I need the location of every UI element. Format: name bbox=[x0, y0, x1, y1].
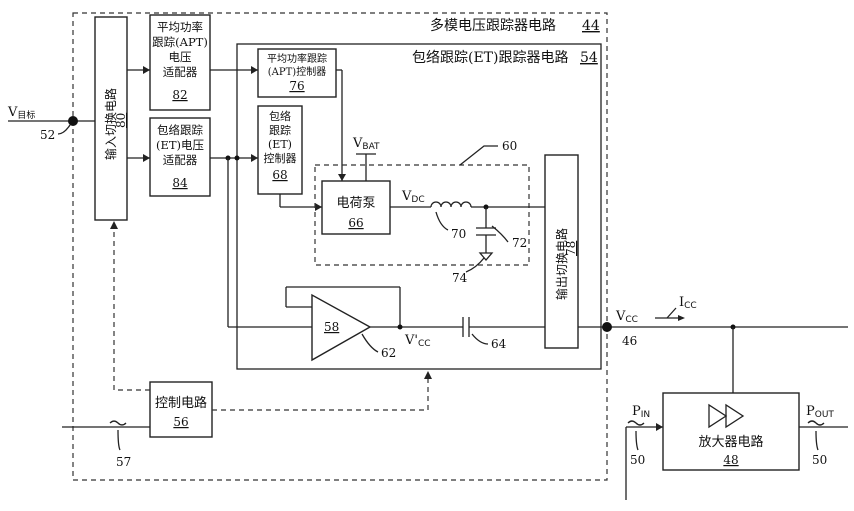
output-switch-label: 输出切换电路 bbox=[554, 228, 569, 300]
leader-62 bbox=[361, 333, 379, 353]
arrow-to-et-adapter bbox=[143, 154, 150, 162]
amp-58-num: 58 bbox=[324, 320, 339, 334]
apt-controller-line2: (APT)控制器 bbox=[268, 65, 326, 78]
control-circuit-box bbox=[149, 381, 213, 438]
vbat-label: VBAT bbox=[352, 136, 380, 152]
control-dash-to-et-tracker bbox=[212, 375, 429, 411]
ref-60: 60 bbox=[502, 139, 517, 153]
amplifier-circuit-num: 48 bbox=[723, 453, 738, 467]
ref-46: 46 bbox=[622, 334, 637, 348]
leader-52 bbox=[57, 124, 71, 135]
et-controller-line1: 包络 bbox=[269, 109, 291, 123]
apt-adapter-num: 82 bbox=[172, 88, 187, 102]
amplifier-circuit-label: 放大器电路 bbox=[698, 434, 763, 450]
apt-adapter-line2: 跟踪(APT) bbox=[152, 35, 208, 49]
inductor-70 bbox=[430, 201, 472, 208]
apt-controller-num: 76 bbox=[289, 79, 304, 93]
control-circuit-label: 控制电路 bbox=[155, 395, 207, 411]
arrow-control-to-input-switch bbox=[110, 221, 118, 229]
icc-arrow-head bbox=[678, 315, 685, 321]
ref-64: 64 bbox=[491, 337, 507, 351]
ref-52: 52 bbox=[40, 128, 55, 142]
v-target-label: V目标 bbox=[7, 105, 35, 121]
pin-arrow bbox=[656, 423, 663, 431]
charge-pump-box bbox=[321, 180, 391, 235]
ref-74: 74 bbox=[452, 271, 468, 285]
arrow-to-charge-pump-top bbox=[338, 174, 346, 181]
arrow-to-charge-pump-left bbox=[315, 203, 322, 211]
apt-adapter-line3: 电压 bbox=[169, 50, 192, 64]
output-switch-num: 78 bbox=[564, 241, 578, 256]
arrow-control-to-et-tracker bbox=[424, 371, 432, 379]
et-adapter-line3: 适配器 bbox=[163, 153, 198, 167]
leader-50-out bbox=[815, 430, 819, 451]
pin-label: PIN bbox=[632, 404, 650, 420]
input-switch-label: 输入切换电路 bbox=[103, 88, 118, 160]
et-adapter-line1: 包络跟踪 bbox=[157, 123, 203, 137]
et-controller-box bbox=[257, 105, 303, 195]
pin-loop bbox=[627, 420, 645, 426]
outer-title-num: 44 bbox=[582, 18, 600, 34]
et-adapter-line2: (ET)电压 bbox=[156, 138, 204, 152]
leader-60 bbox=[459, 145, 498, 166]
signal-57-loop bbox=[109, 420, 127, 426]
apt-adapter-line4: 适配器 bbox=[163, 65, 198, 79]
apt-adapter-box bbox=[149, 14, 211, 111]
ref-57: 57 bbox=[116, 455, 131, 469]
charge-pump-num: 66 bbox=[348, 216, 363, 230]
leader-64 bbox=[471, 333, 489, 345]
ref-50-in: 50 bbox=[630, 453, 645, 467]
vcc-label: VCC bbox=[615, 309, 638, 325]
input-switch-num: 80 bbox=[114, 113, 128, 128]
amp-triangle-1 bbox=[708, 403, 728, 429]
apt-controller-line1: 平均功率跟踪 bbox=[267, 52, 327, 65]
et-controller-line4: 控制器 bbox=[264, 151, 297, 165]
leader-70 bbox=[435, 211, 449, 231]
leader-57 bbox=[117, 429, 121, 451]
vcc-prime-label: V'CC bbox=[404, 333, 431, 349]
output-switch-box bbox=[544, 154, 579, 349]
et-adapter-num: 84 bbox=[172, 176, 188, 190]
node-46-dot bbox=[602, 322, 612, 332]
node-52-dot bbox=[68, 116, 78, 126]
vdc-label: VDC bbox=[401, 189, 425, 205]
pout-label: POUT bbox=[806, 404, 834, 420]
apt-controller-box bbox=[257, 48, 337, 98]
ground-74 bbox=[478, 252, 494, 261]
leader-72 bbox=[491, 225, 509, 243]
arrow-to-apt-controller bbox=[251, 66, 258, 74]
arrow-to-et-controller bbox=[251, 154, 258, 162]
icc-label: ICC bbox=[679, 295, 697, 311]
leader-50-in bbox=[635, 430, 639, 451]
control-circuit-num: 56 bbox=[173, 415, 188, 429]
arrow-to-apt-adapter bbox=[143, 66, 150, 74]
et-controller-line2: 跟踪 bbox=[269, 123, 291, 137]
ref-72: 72 bbox=[512, 236, 527, 250]
leader-icc bbox=[666, 307, 677, 319]
amplifier-circuit-box bbox=[662, 392, 800, 471]
et-adapter-box bbox=[149, 117, 211, 197]
apt-adapter-line1: 平均功率 bbox=[157, 20, 203, 34]
input-switch-box bbox=[94, 16, 128, 221]
et-controller-line3: (ET) bbox=[268, 138, 292, 151]
outer-multimode-dashed-box bbox=[72, 12, 608, 481]
node-vcc-prime bbox=[397, 324, 403, 330]
control-dash-to-input-switch bbox=[113, 225, 150, 391]
pout-loop bbox=[807, 420, 825, 426]
et-controller-num: 68 bbox=[272, 168, 287, 182]
outer-title: 多模电压跟踪器电路 bbox=[430, 17, 556, 34]
et-tracker-box bbox=[236, 43, 602, 370]
dashed-box-60 bbox=[314, 164, 530, 266]
et-title: 包络跟踪(ET)跟踪器电路 bbox=[412, 50, 568, 66]
et-title-num: 54 bbox=[580, 50, 598, 66]
ref-62: 62 bbox=[381, 346, 396, 360]
node-et-adapter-2 bbox=[234, 155, 240, 161]
amp-58-triangle bbox=[311, 293, 372, 362]
ref-70: 70 bbox=[451, 227, 466, 241]
leader-74 bbox=[465, 257, 485, 273]
charge-pump-label: 电荷泵 bbox=[336, 196, 375, 211]
amp-triangle-2 bbox=[725, 403, 745, 429]
ref-50-out: 50 bbox=[812, 453, 827, 467]
